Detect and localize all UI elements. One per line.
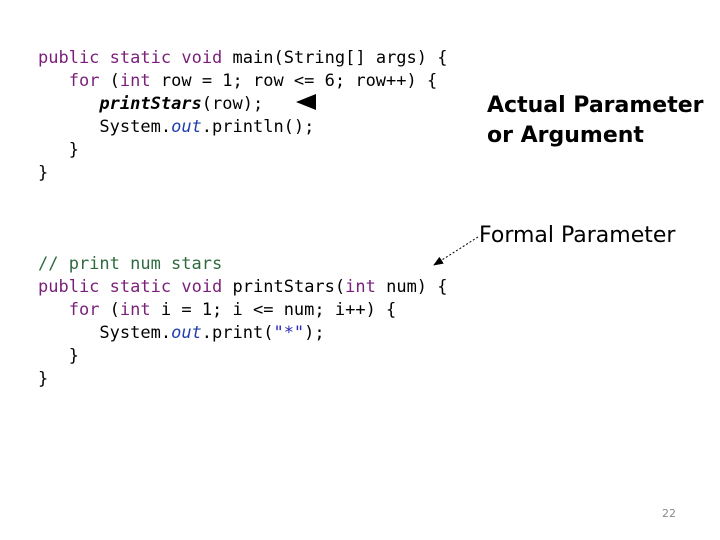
keyword-public: public bbox=[38, 277, 100, 297]
keyword-public: public bbox=[38, 48, 100, 68]
code-comment: // print num stars bbox=[38, 254, 223, 274]
keyword-void: void bbox=[181, 277, 223, 297]
field-out: out bbox=[171, 323, 202, 343]
code-text: .print( bbox=[201, 323, 274, 343]
keyword-static: static bbox=[109, 48, 172, 68]
code-block-main: public static void main(String[] args) {… bbox=[38, 47, 447, 185]
keyword-for: for bbox=[68, 71, 100, 91]
keyword-int: int bbox=[119, 300, 151, 320]
formal-parameter-label: Formal Parameter bbox=[479, 223, 676, 248]
keyword-void: void bbox=[181, 48, 223, 68]
code-text: row = 1; row <= 6; row++) { bbox=[150, 71, 438, 91]
code-text: num) { bbox=[375, 277, 448, 297]
code-line: System.out.println(); bbox=[99, 117, 315, 137]
string-literal: "*" bbox=[273, 323, 305, 343]
code-line: } bbox=[38, 369, 49, 389]
code-block-printstars: // print num stars public static void pr… bbox=[38, 253, 448, 391]
formal-parameter-arrow bbox=[433, 236, 479, 266]
keyword-int: int bbox=[345, 277, 376, 297]
code-line-formal-parameter: public static void printStars(int num) { bbox=[38, 277, 448, 297]
code-line: } bbox=[68, 346, 79, 366]
code-line: for (int row = 1; row <= 6; row++) { bbox=[68, 71, 438, 91]
code-text: printStars( bbox=[232, 277, 346, 297]
code-text: i = 1; i <= num; i++) { bbox=[150, 300, 397, 320]
code-line: } bbox=[68, 140, 79, 160]
actual-parameter-text: Actual Parameter bbox=[487, 93, 704, 118]
field-out: out bbox=[171, 117, 202, 137]
keyword-for: for bbox=[68, 300, 100, 320]
code-text: (row); bbox=[201, 94, 264, 114]
keyword-static: static bbox=[109, 277, 172, 297]
code-text: ); bbox=[304, 323, 325, 343]
code-text: main(String[] args) { bbox=[232, 48, 448, 68]
argument-text: or Argument bbox=[487, 123, 644, 148]
actual-parameter-label: Actual Parameter or Argument bbox=[487, 91, 704, 151]
code-line: } bbox=[38, 163, 49, 183]
code-line: System.out.print("*"); bbox=[99, 323, 325, 343]
method-call-printstars: printStars bbox=[99, 94, 202, 114]
code-line-actual-parameter: printStars(row); bbox=[38, 94, 263, 114]
keyword-int: int bbox=[119, 71, 151, 91]
code-line: for (int i = 1; i <= num; i++) { bbox=[68, 300, 397, 320]
page-number: 22 bbox=[662, 507, 676, 520]
code-line: public static void main(String[] args) { bbox=[38, 48, 447, 68]
code-text: .println(); bbox=[201, 117, 315, 137]
